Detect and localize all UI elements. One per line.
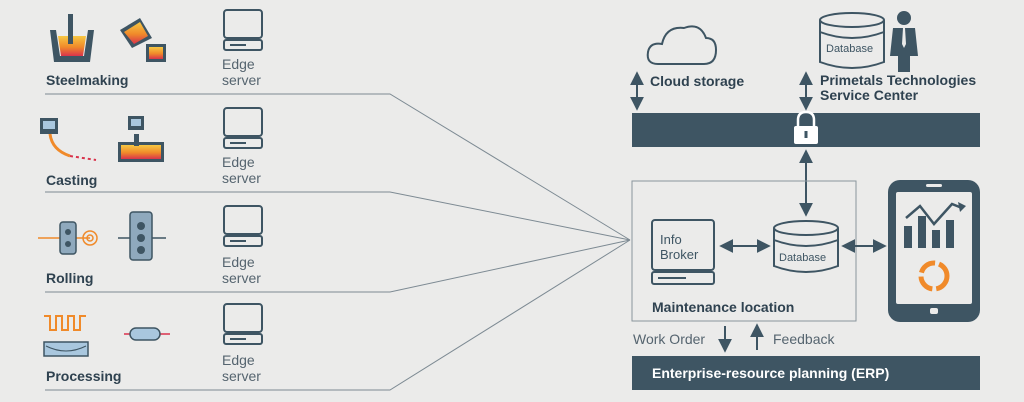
cloud-storage-label: Cloud storage — [650, 73, 745, 89]
tablet-icon — [888, 180, 980, 322]
person-icon — [890, 11, 918, 72]
work-order-label: Work Order — [633, 331, 706, 347]
convergence-lines — [45, 93, 631, 391]
edge-server-icons — [223, 9, 263, 345]
erp-label: Enterprise-resource planning (ERP) — [652, 365, 890, 381]
erp-bar — [632, 356, 980, 390]
edge-server-icon-2 — [223, 107, 263, 149]
process-label-steelmaking: Steelmaking — [46, 72, 129, 88]
lock-icon — [794, 110, 818, 144]
cloud-icon — [646, 25, 718, 65]
processing-icon — [43, 315, 170, 357]
edge-server-icon-3 — [223, 205, 263, 247]
casting-icon — [40, 116, 164, 162]
maintenance-location-label: Maintenance location — [652, 299, 795, 315]
process-label-rolling: Rolling — [46, 270, 94, 286]
maintenance-database-icon — [773, 220, 839, 273]
process-label-processing: Processing — [46, 368, 122, 384]
service-center-database-icon — [819, 12, 885, 69]
rolling-icon — [38, 211, 166, 261]
edge-server-icon-1 — [223, 9, 263, 51]
steelmaking-icon — [50, 14, 166, 62]
process-label-casting: Casting — [46, 172, 98, 188]
maintenance-db-label: Database — [779, 252, 827, 264]
service-center-db-label: Database — [826, 43, 874, 55]
info-broker-icon — [651, 219, 715, 285]
feedback-label: Feedback — [773, 331, 835, 347]
edge-server-icon-4 — [223, 303, 263, 345]
